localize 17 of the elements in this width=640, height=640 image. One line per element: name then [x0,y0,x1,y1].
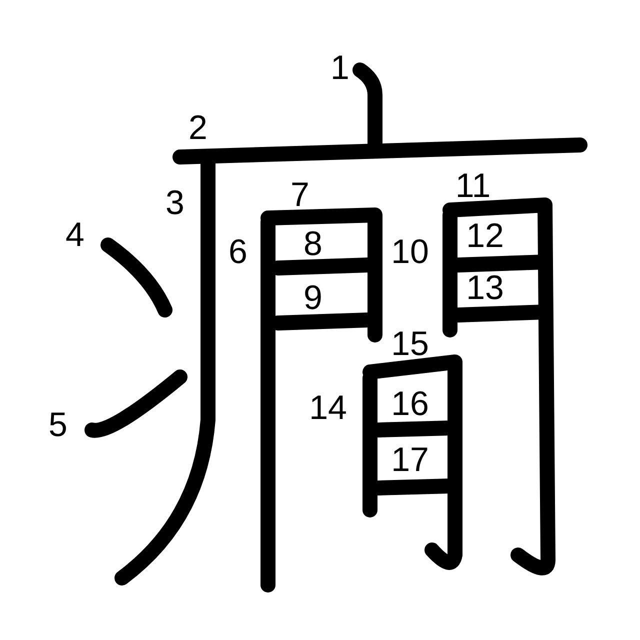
stroke-number: 13 [466,271,504,305]
stroke-number: 2 [188,111,208,145]
stroke-number: 6 [228,235,248,269]
stroke-number: 10 [391,235,429,269]
stroke-number: 3 [166,186,184,220]
stroke-number: 7 [290,178,310,212]
stroke-number: 4 [66,218,84,252]
stroke-number: 1 [330,51,350,85]
stroke-number: 12 [466,219,504,253]
stroke-number: 14 [309,391,347,425]
stroke-number: 9 [304,281,322,315]
stroke-number: 8 [304,227,322,261]
stroke-number: 15 [391,327,429,361]
stroke-number: 11 [455,169,491,203]
stroke-number: 17 [391,443,429,477]
stroke-number: 5 [48,408,68,442]
stroke-number: 16 [391,387,429,421]
